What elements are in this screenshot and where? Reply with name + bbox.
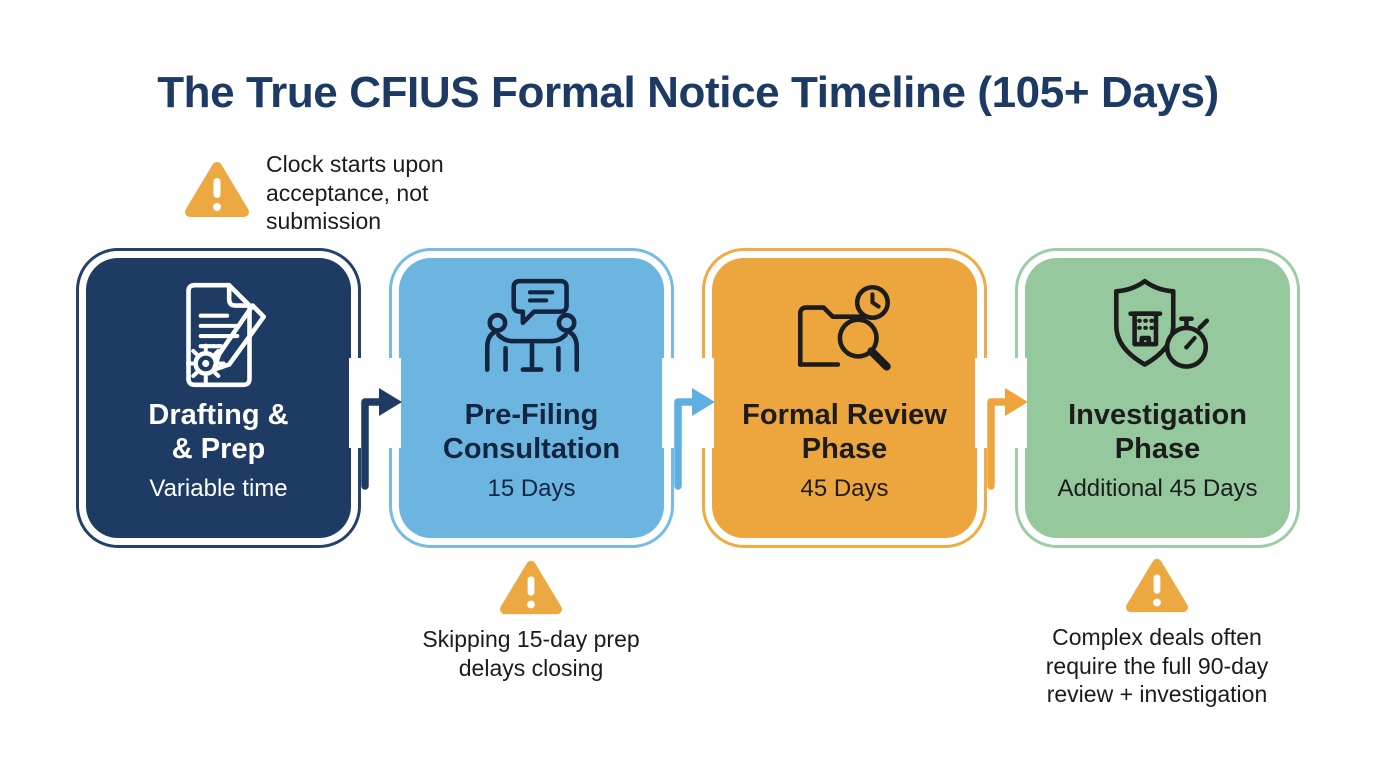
callout-line: require the full 90-day xyxy=(1045,652,1269,679)
warning-triangle-icon xyxy=(1124,556,1190,616)
phase-title: Investigation Phase xyxy=(1068,398,1247,466)
warning-triangle-icon xyxy=(498,558,564,618)
consultation-meeting-icon xyxy=(471,273,593,395)
callout-skipping-prep-text: Skipping 15-day prep delays closing xyxy=(422,625,639,682)
phase-title-line: Drafting & xyxy=(148,399,289,431)
warning-triangle-icon xyxy=(183,159,251,221)
callout-line: Clock starts upon xyxy=(266,151,444,177)
phase-title-line: Phase xyxy=(801,433,888,466)
phase-title-line: Consultation xyxy=(442,433,621,466)
page-title: The True CFIUS Formal Notice Timeline (1… xyxy=(157,68,1219,117)
callout-clock-start-text: Clock starts upon acceptance, not submis… xyxy=(266,150,444,236)
callout-clock-start: Clock starts upon acceptance, not submis… xyxy=(183,150,483,236)
phase-duration: Additional 45 Days xyxy=(1057,475,1258,503)
flow-arrow-3-icon xyxy=(975,346,1033,496)
callout-complex-deals-text: Complex deals often require the full 90-… xyxy=(1046,623,1268,709)
phase-title-line: Investigation xyxy=(1068,399,1247,431)
phase-card-pre-filing-consultation: Pre-Filing Consultation 15 Days xyxy=(389,248,674,548)
phase-duration: Variable time xyxy=(149,475,288,503)
document-pen-gear-icon xyxy=(158,273,280,395)
callout-skipping-prep: Skipping 15-day prep delays closing xyxy=(381,558,681,682)
shield-building-stopwatch-icon xyxy=(1097,273,1219,395)
phase-duration: 45 Days xyxy=(800,475,889,503)
phase-card-body: Pre-Filing Consultation 15 Days xyxy=(399,258,664,538)
flow-arrow-2-icon xyxy=(662,346,720,496)
phase-card-investigation: Investigation Phase Additional 45 Days xyxy=(1015,248,1300,548)
phase-card-body: Formal Review Phase 45 Days xyxy=(712,258,977,538)
phase-card-drafting-prep: Drafting & & Prep Variable time xyxy=(76,248,361,548)
phase-title: Drafting & & Prep xyxy=(148,398,288,466)
phase-title: Formal Review Phase xyxy=(742,398,947,466)
phase-title: Pre-Filing Consultation xyxy=(443,398,620,466)
flow-arrow-1-icon xyxy=(349,346,407,496)
callout-line: submission xyxy=(266,208,382,235)
phase-card-formal-review: Formal Review Phase 45 Days xyxy=(702,248,987,548)
phase-card-body: Investigation Phase Additional 45 Days xyxy=(1025,258,1290,538)
callout-complex-deals: Complex deals often require the full 90-… xyxy=(1007,556,1307,709)
phase-title-line: & Prep xyxy=(171,433,266,466)
phase-title-line: Phase xyxy=(1114,433,1201,466)
callout-line: acceptance, not xyxy=(266,179,429,206)
phase-title-line: Pre-Filing xyxy=(464,399,599,431)
callout-line: delays closing xyxy=(458,654,604,681)
callout-line: review + investigation xyxy=(1046,681,1268,708)
folder-clock-magnifier-icon xyxy=(784,273,906,395)
phase-card-body: Drafting & & Prep Variable time xyxy=(86,258,351,538)
phase-duration: 15 Days xyxy=(487,475,576,503)
callout-line: Skipping 15-day prep xyxy=(422,626,640,652)
callout-line: Complex deals often xyxy=(1052,624,1262,650)
phase-title-line: Formal Review xyxy=(742,399,947,431)
